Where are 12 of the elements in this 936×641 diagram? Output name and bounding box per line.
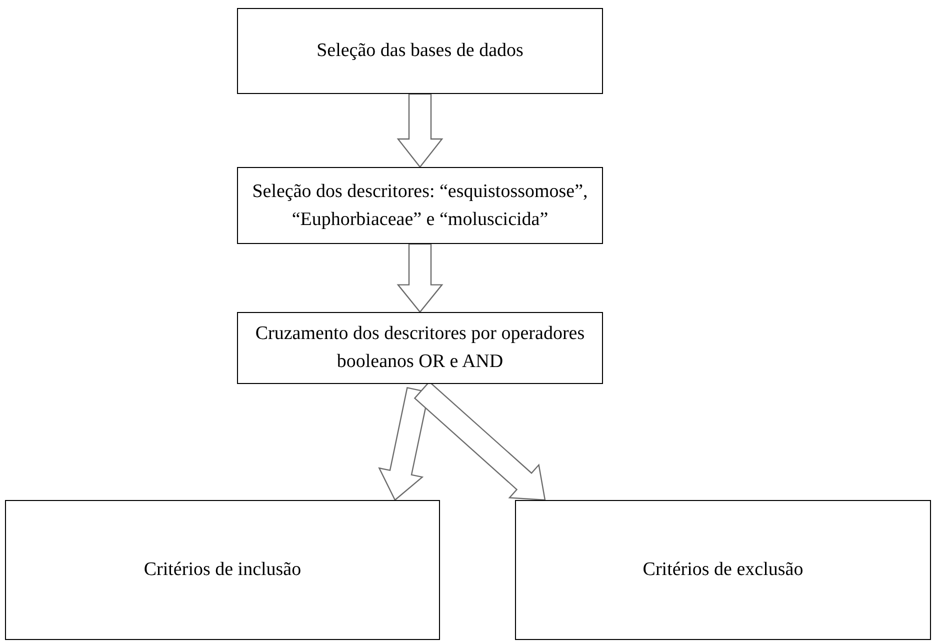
process-box xyxy=(515,500,931,640)
process-box xyxy=(5,500,440,640)
box-text: Seleção dos descritores: “esquistossomose”, “Euphorbiaceae” e “moluscicida” xyxy=(251,180,589,232)
hollow-arrow xyxy=(396,243,444,313)
process-box xyxy=(237,312,603,384)
process-box xyxy=(237,167,603,244)
box-text: Critérios de inclusão xyxy=(144,558,302,582)
hollow-arrow xyxy=(396,93,444,168)
box-text: Seleção das bases de dados xyxy=(316,39,524,64)
process-box xyxy=(237,8,603,94)
box-text: Cruzamento dos descritores por operadores booleanos OR e AND xyxy=(254,322,586,374)
box-text: Critérios de exclusão xyxy=(642,558,804,582)
